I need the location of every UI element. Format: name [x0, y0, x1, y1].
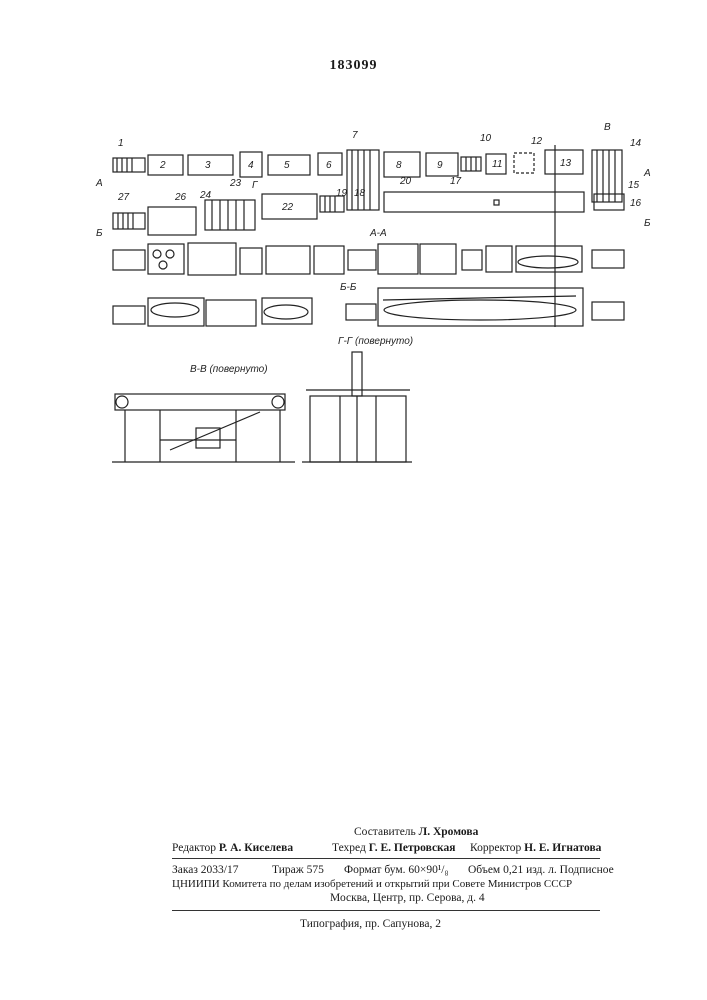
label: 13 [560, 158, 572, 169]
section-aa-row [113, 243, 624, 275]
label: 12 [531, 136, 543, 147]
order-number: Заказ 2033/17 [172, 864, 239, 876]
section-label: В-В (повернуто) [190, 364, 268, 375]
compiler-label: Составитель [354, 826, 416, 838]
label: 5 [284, 160, 290, 171]
section-label: Б-Б [340, 282, 357, 293]
editor-label: Редактор [172, 842, 216, 854]
label: 3 [205, 160, 211, 171]
label: 16 [630, 198, 642, 209]
section-gg-drawing [302, 352, 412, 462]
section-vv-drawing [112, 394, 295, 462]
label: 26 [174, 192, 187, 203]
label: 1 [118, 138, 124, 149]
top-row-plan [113, 150, 622, 210]
section-label: Г-Г (повернуто) [338, 336, 413, 347]
letter-a: А [95, 178, 103, 189]
techred-name: Г. Е. Петровская [369, 842, 456, 854]
label: 10 [480, 133, 492, 144]
letter-b: Б [96, 228, 103, 239]
label: 24 [199, 190, 212, 201]
volume: Объем 0,21 изд. л. Подписное [468, 864, 614, 876]
label: 7 [352, 130, 358, 141]
section-label: А-А [369, 228, 387, 239]
label: 4 [248, 160, 254, 171]
imprint-rule [172, 910, 600, 911]
label: 8 [396, 160, 402, 171]
letter-b: Б [644, 218, 651, 229]
techred-label: Техред [332, 842, 366, 854]
corrector-name: Н. Е. Игнатова [524, 842, 601, 854]
section-bb-row [113, 288, 624, 326]
label: 2 [159, 160, 166, 171]
corrector-label: Корректор [470, 842, 521, 854]
circulation: Тираж 575 [272, 864, 324, 876]
second-row-plan [113, 192, 624, 235]
label: 18 [354, 188, 366, 199]
label: 27 [117, 192, 130, 203]
letter-v: В [604, 122, 611, 133]
imprint-rule [172, 858, 600, 859]
label: 14 [630, 138, 642, 149]
institute: ЦНИИПИ Комитета по делам изобретений и о… [172, 878, 572, 890]
label: 17 [450, 176, 462, 187]
compiler-name: Л. Хромова [419, 826, 479, 838]
label: 11 [492, 159, 502, 170]
paper-format: Формат бум. 60×90¹/₈ [344, 864, 449, 876]
label: 15 [628, 180, 640, 191]
imprint: Составитель Л. Хромова Редактор Р. А. Ки… [172, 825, 602, 935]
label: 9 [437, 160, 443, 171]
editor-name: Р. А. Киселева [219, 842, 293, 854]
letter-a: А [643, 168, 651, 179]
label: 23 [229, 178, 242, 189]
printing-house: Типография, пр. Сапунова, 2 [300, 918, 441, 930]
label: 22 [281, 202, 294, 213]
label: 6 [326, 160, 332, 171]
address: Москва, Центр, пр. Серова, д. 4 [330, 892, 485, 904]
label: 19 [336, 188, 348, 199]
letter-g: Г [252, 180, 259, 191]
label: 20 [399, 176, 412, 187]
